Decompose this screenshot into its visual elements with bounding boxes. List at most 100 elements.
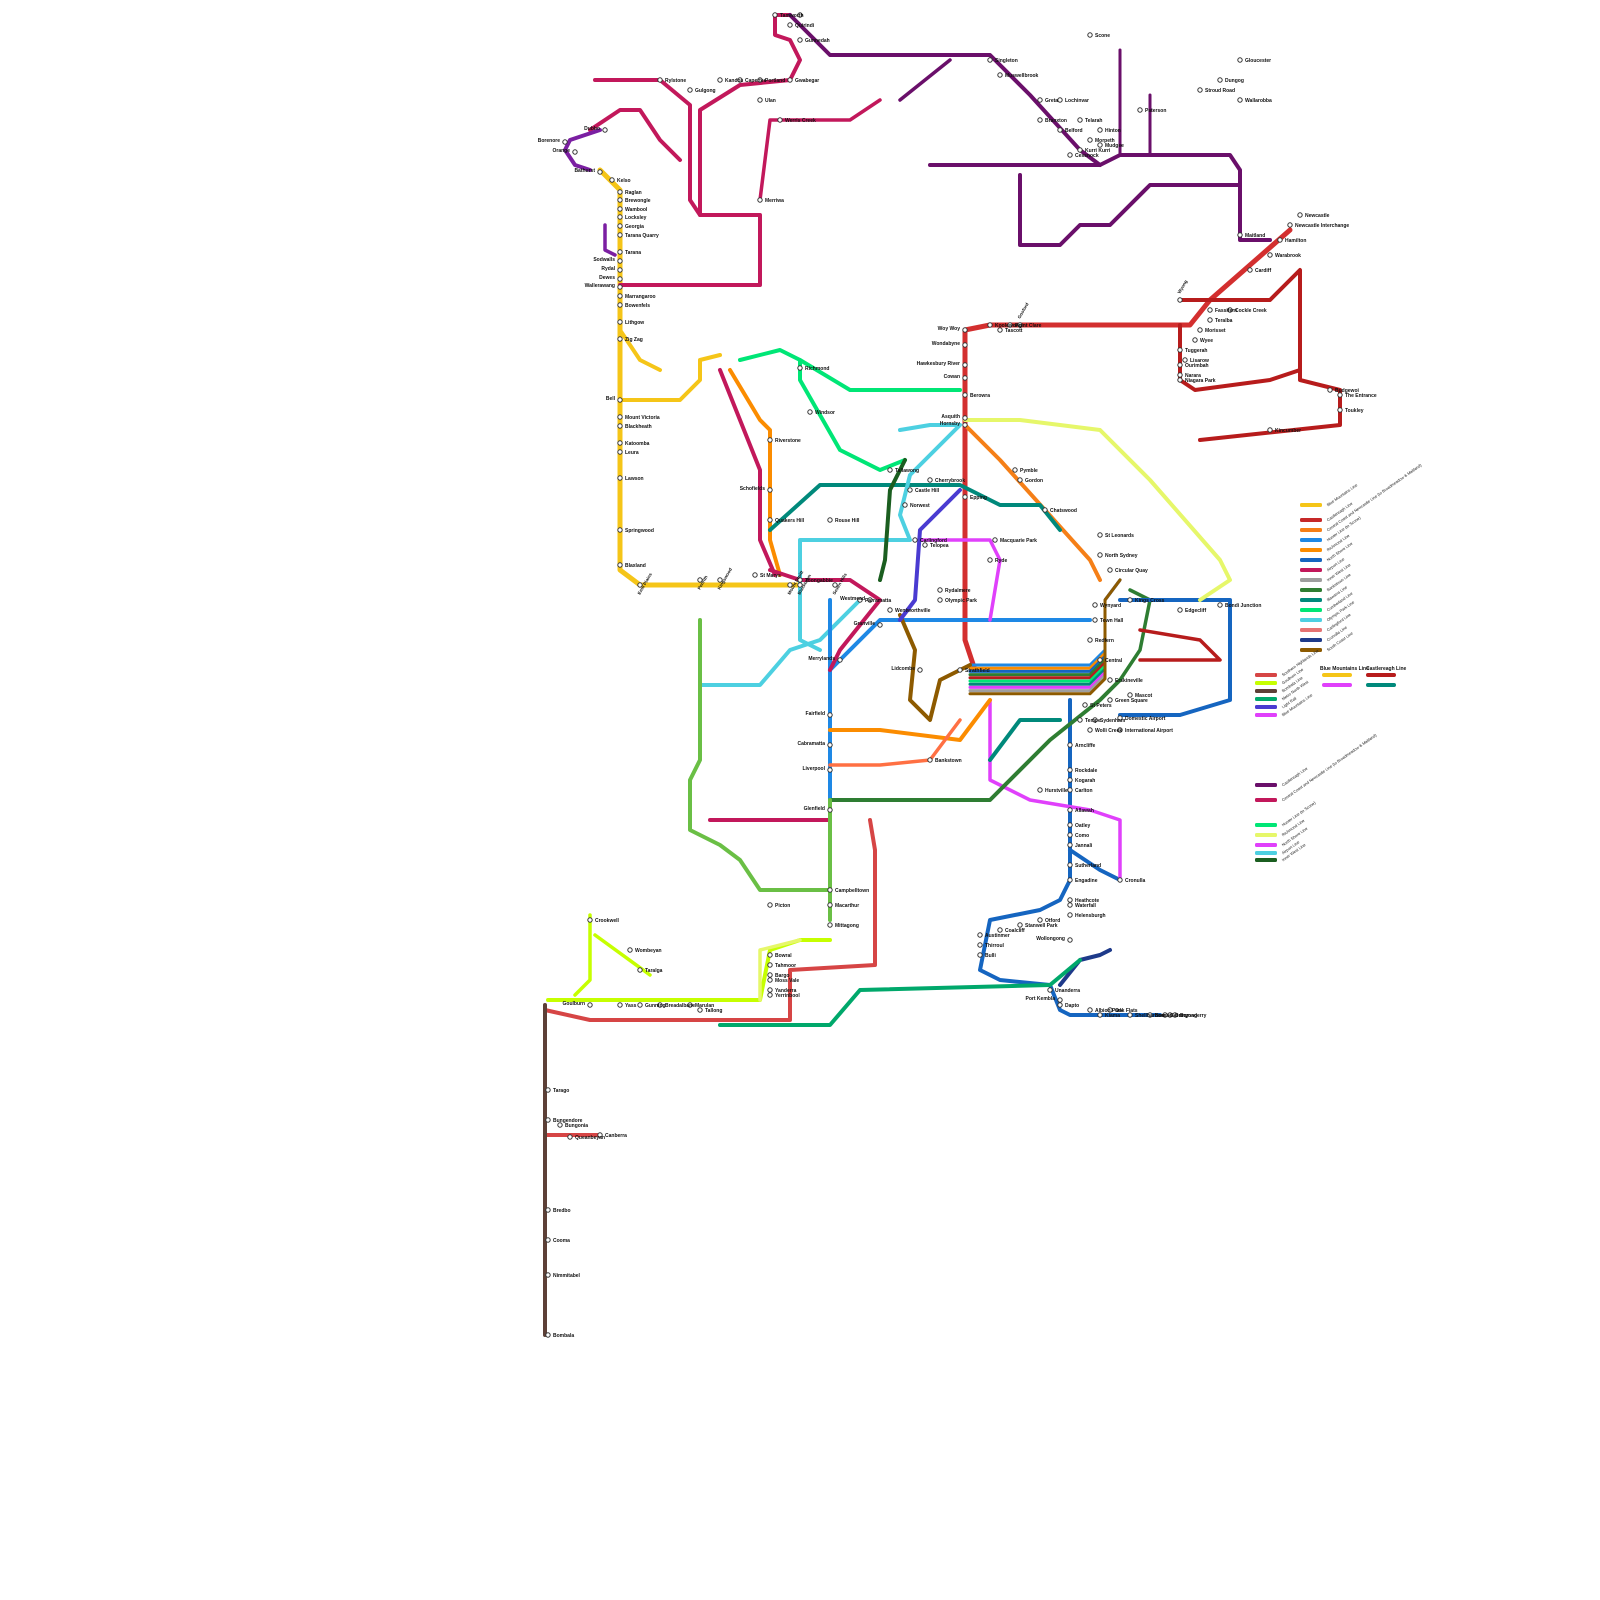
station-marker[interactable] [617,449,623,455]
station-marker[interactable] [1087,727,1093,733]
station-marker[interactable] [1197,87,1203,93]
station-marker[interactable] [617,206,623,212]
station-marker[interactable] [617,284,623,290]
station-marker[interactable] [1087,637,1093,643]
station-marker[interactable] [1092,602,1098,608]
station-marker[interactable] [1117,877,1123,883]
station-marker[interactable] [827,807,833,813]
station-marker[interactable] [902,502,908,508]
station-marker[interactable] [987,322,993,328]
station-marker[interactable] [1097,127,1103,133]
station-marker[interactable] [767,977,773,983]
station-marker[interactable] [1177,377,1183,383]
station-marker[interactable] [1097,552,1103,558]
station-marker[interactable] [757,97,763,103]
station-marker[interactable] [1097,532,1103,538]
station-marker[interactable] [937,597,943,603]
station-marker[interactable] [927,477,933,483]
station-marker[interactable] [1092,717,1098,723]
station-marker[interactable] [912,537,918,543]
station-marker[interactable] [1057,127,1063,133]
station-marker[interactable] [1337,407,1343,413]
station-marker[interactable] [887,467,893,473]
station-marker[interactable] [1087,137,1093,143]
station-marker[interactable] [767,972,773,978]
station-marker[interactable] [717,77,723,83]
station-marker[interactable] [609,177,615,183]
station-marker[interactable] [772,12,778,18]
station-marker[interactable] [1217,602,1223,608]
station-marker[interactable] [1277,237,1283,243]
station-marker[interactable] [827,922,833,928]
station-marker[interactable] [987,557,993,563]
station-marker[interactable] [1237,232,1243,238]
station-marker[interactable] [1327,387,1333,393]
station-marker[interactable] [1172,1012,1178,1018]
station-marker[interactable] [617,214,623,220]
station-marker[interactable] [1017,322,1023,328]
station-marker[interactable] [1067,807,1073,813]
station-marker[interactable] [617,336,623,342]
station-marker[interactable] [567,1134,573,1140]
station-marker[interactable] [1067,787,1073,793]
station-marker[interactable] [617,319,623,325]
station-marker[interactable] [545,1117,551,1123]
station-marker[interactable] [907,487,913,493]
station-marker[interactable] [1237,57,1243,63]
station-marker[interactable] [962,392,968,398]
station-marker[interactable] [617,249,623,255]
station-marker[interactable] [977,932,983,938]
station-marker[interactable] [962,375,968,381]
station-marker[interactable] [787,582,793,588]
station-marker[interactable] [1297,212,1303,218]
station-marker[interactable] [617,267,623,273]
station-marker[interactable] [1337,392,1343,398]
station-marker[interactable] [1177,362,1183,368]
station-marker[interactable] [602,127,608,133]
station-marker[interactable] [572,149,578,155]
station-marker[interactable] [1077,717,1083,723]
station-marker[interactable] [617,527,623,533]
station-marker[interactable] [827,887,833,893]
station-marker[interactable] [1287,222,1293,228]
station-marker[interactable] [1097,657,1103,663]
station-marker[interactable] [1097,1012,1103,1018]
station-marker[interactable] [545,1207,551,1213]
station-marker[interactable] [867,597,873,603]
station-marker[interactable] [1167,1012,1173,1018]
station-marker[interactable] [1177,297,1183,303]
station-marker[interactable] [1107,567,1113,573]
station-marker[interactable] [1047,987,1053,993]
station-marker[interactable] [807,409,813,415]
station-marker[interactable] [597,169,603,175]
station-marker[interactable] [557,1122,563,1128]
station-marker[interactable] [962,422,968,428]
station-marker[interactable] [1067,912,1073,918]
station-marker[interactable] [617,276,623,282]
station-marker[interactable] [797,577,803,583]
station-marker[interactable] [617,397,623,403]
station-marker[interactable] [617,423,623,429]
station-marker[interactable] [1117,715,1123,721]
station-marker[interactable] [1137,107,1143,113]
station-marker[interactable] [757,197,763,203]
station-marker[interactable] [1092,617,1098,623]
station-marker[interactable] [767,952,773,958]
station-marker[interactable] [1217,77,1223,83]
station-marker[interactable] [1177,347,1183,353]
station-marker[interactable] [937,587,943,593]
station-marker[interactable] [697,577,703,583]
station-marker[interactable] [627,947,633,953]
station-marker[interactable] [827,742,833,748]
station-marker[interactable] [617,189,623,195]
station-marker[interactable] [1247,267,1253,273]
station-marker[interactable] [1037,117,1043,123]
station-marker[interactable] [1067,832,1073,838]
station-marker[interactable] [767,517,773,523]
station-marker[interactable] [687,1002,693,1008]
station-marker[interactable] [857,597,863,603]
station-marker[interactable] [1182,357,1188,363]
station-marker[interactable] [977,952,983,958]
station-marker[interactable] [657,1002,663,1008]
station-marker[interactable] [962,327,968,333]
